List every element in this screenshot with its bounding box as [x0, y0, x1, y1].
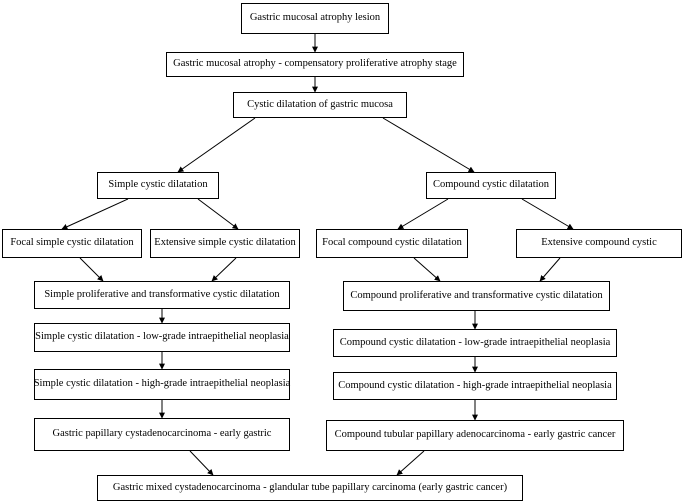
node-compound-cystic-dilatation: Compound cystic dilatation [426, 172, 556, 199]
node-compound-tubular-papillary-adenocarcinoma: Compound tubular papillary adenocarcinom… [326, 420, 624, 451]
node-compound-high-grade-neoplasia: Compound cystic dilatation - high-grade … [333, 372, 617, 400]
node-compensatory-proliferative-atrophy-stage: Gastric mucosal atrophy - compensatory p… [166, 52, 464, 77]
arrow-n4-n7 [197, 198, 239, 230]
arrow-n7-n10 [211, 257, 237, 282]
node-simple-low-grade-neoplasia: Simple cystic dilatation - low-grade int… [34, 323, 290, 352]
arrow-n5-n9 [521, 198, 574, 230]
node-extensive-compound-cystic: Extensive compound cystic [516, 229, 682, 258]
node-gastric-mixed-cystadenocarcinoma: Gastric mixed cystadenocarcinoma - gland… [97, 475, 523, 501]
arrow-n5-n8 [397, 198, 449, 230]
arrow-n16-n18 [189, 450, 214, 476]
node-compound-low-grade-neoplasia: Compound cystic dilatation - low-grade i… [333, 329, 617, 357]
node-extensive-simple-cystic-dilatation: Extensive simple cystic dilatation [150, 229, 300, 258]
arrow-n4-n6 [61, 198, 129, 230]
node-simple-cystic-dilatation: Simple cystic dilatation [97, 172, 219, 199]
node-focal-simple-cystic-dilatation: Focal simple cystic dilatation [2, 229, 142, 258]
arrow-n8-n11 [413, 257, 441, 282]
node-gastric-papillary-cystadenocarcinoma: Gastric papillary cystadenocarcinoma - e… [34, 418, 290, 451]
node-focal-compound-cystic-dilatation: Focal compound cystic dilatation [316, 229, 468, 258]
arrow-n3-n4 [177, 117, 256, 173]
arrow-n6-n10 [79, 257, 104, 282]
node-simple-proliferative-transformative: Simple proliferative and transformative … [34, 281, 290, 309]
node-gastric-mucosal-atrophy-lesion: Gastric mucosal atrophy lesion [241, 3, 389, 34]
node-simple-high-grade-neoplasia: Simple cystic dilatation - high-grade in… [34, 369, 290, 400]
arrow-n9-n11 [539, 257, 561, 282]
node-compound-proliferative-transformative: Compound proliferative and transformativ… [343, 281, 610, 311]
arrow-n17-n18 [396, 450, 425, 476]
arrow-n3-n5 [382, 117, 475, 173]
node-cystic-dilatation: Cystic dilatation of gastric mucosa [233, 92, 407, 118]
